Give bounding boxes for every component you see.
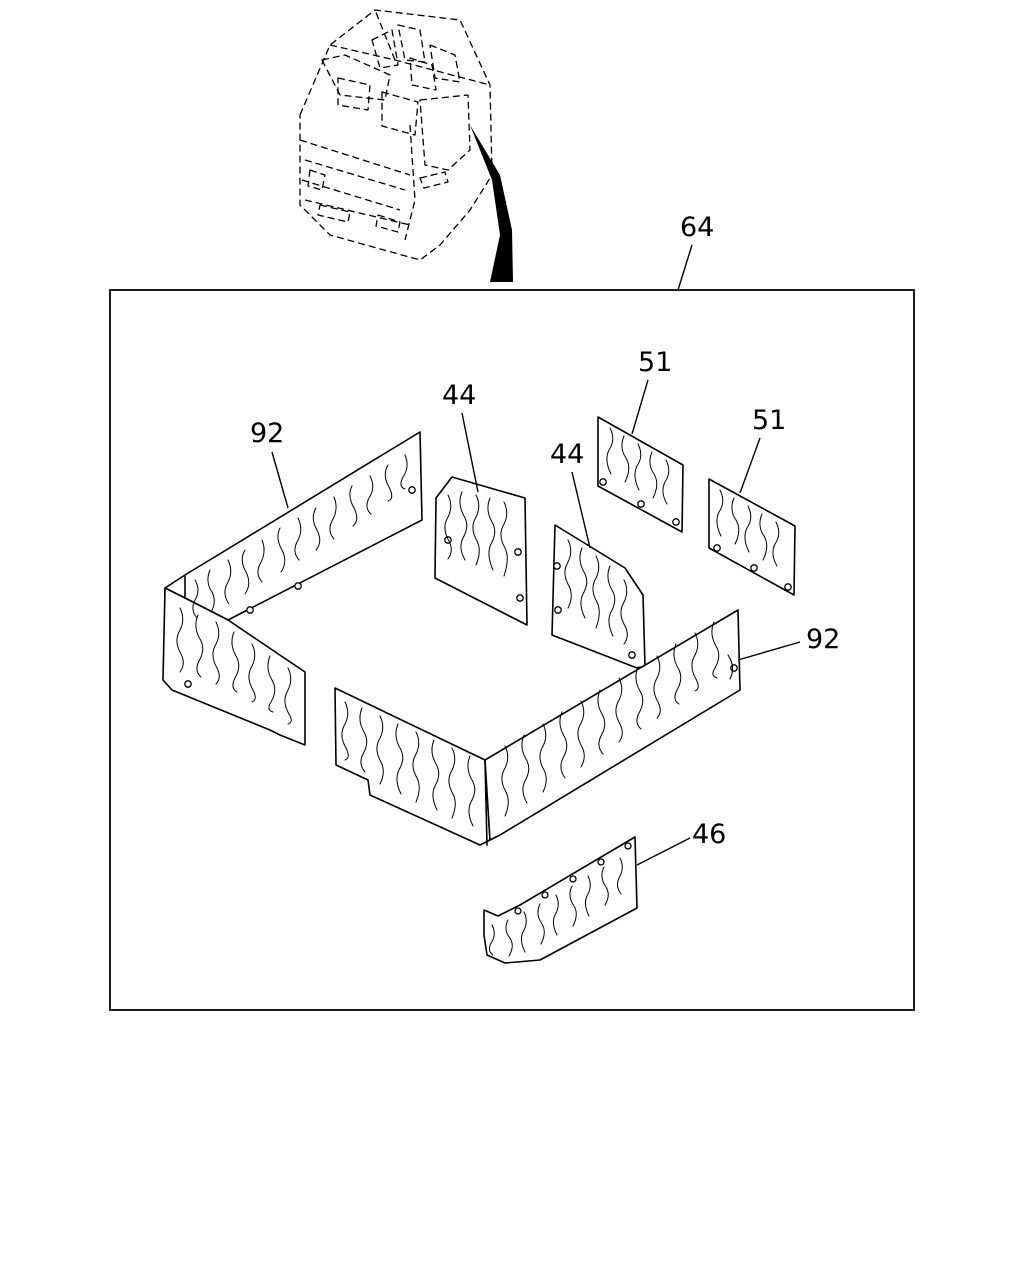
panel-92-front [334,609,741,846]
grain-texture [488,857,623,957]
label-51-left: 51 [638,347,672,378]
leader-51-right [739,437,761,494]
grain-texture [176,454,408,725]
truck-cab-overview [299,9,493,261]
label-51-right: 51 [752,405,786,436]
panel-92-rear [162,431,423,746]
assembly-frame [109,289,915,1011]
label-92-front: 92 [806,624,840,655]
panel-51-left [597,416,684,533]
leader-92-rear [271,451,289,509]
grain-texture [444,491,508,577]
grain-texture [564,539,628,645]
grain-texture [606,427,670,505]
label-44-right: 44 [550,439,584,470]
panel-46 [483,836,638,964]
label-44-left: 44 [442,380,476,411]
callout-pointer [470,125,513,282]
label-92-rear: 92 [250,418,284,449]
leader-51-left [631,379,649,435]
grain-texture [716,489,780,567]
assembly-label: 64 [680,212,714,243]
grain-texture [341,621,720,827]
leader-44-left [461,412,479,493]
leader-92-front [737,641,801,661]
leader-44-right [571,471,591,549]
panel-44-left [434,476,528,626]
leader-46 [636,837,691,866]
label-46: 46 [692,819,726,850]
panel-44-right [551,524,646,669]
assembly-leader [677,244,693,291]
panel-51-right [708,478,796,596]
